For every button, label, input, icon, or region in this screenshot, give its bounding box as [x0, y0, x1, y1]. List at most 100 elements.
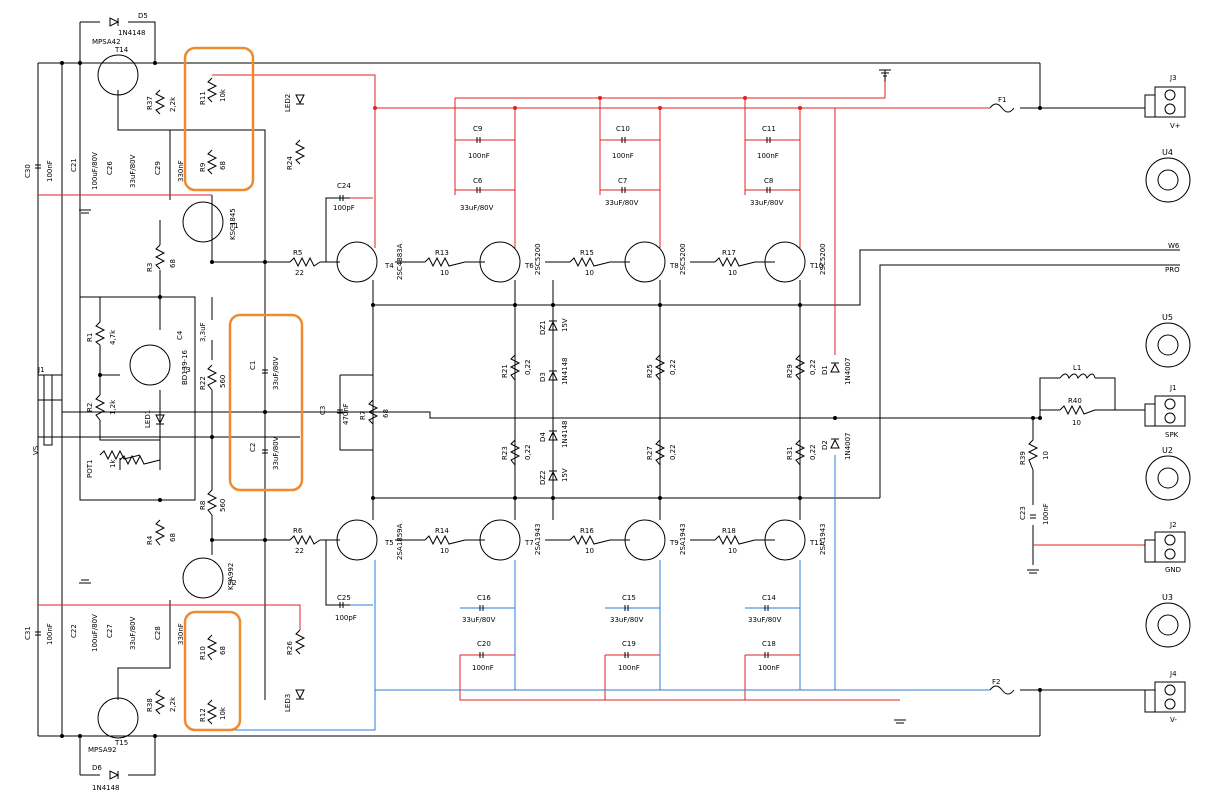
label-c24-ref: C24 — [337, 182, 351, 190]
label-t4-part: 2SC4883A — [396, 243, 404, 280]
label-t1-ref: T1 — [229, 222, 239, 230]
label-c28-ref: C28 — [154, 626, 162, 640]
label-r3-value: 68 — [169, 259, 177, 268]
label-c23-value: 100nF — [1042, 503, 1050, 525]
label-r37-value: 2,2k — [169, 96, 177, 112]
labels: MPSA42 T14 MPSA92 T15 T1 KSC1845 T2 KSA9… — [24, 12, 1181, 792]
label-c27-ref: C27 — [106, 624, 114, 638]
label-c19-value: 100nF — [618, 664, 640, 672]
label-led3: LED3 — [284, 694, 292, 712]
label-c25-ref: C25 — [337, 594, 351, 602]
label-j1-ref: J1 — [1169, 384, 1177, 392]
label-r2-ref: R2 — [86, 403, 94, 412]
label-r10-value: 68 — [219, 646, 227, 655]
label-t9-part: 2SA1943 — [679, 523, 687, 555]
label-t11-part: 2SA1943 — [819, 523, 827, 555]
label-d5-ref: D5 — [138, 12, 148, 20]
label-r15-value: 10 — [585, 269, 594, 277]
label-t1-part: KSC1845 — [229, 208, 237, 240]
label-r14-ref: R14 — [435, 527, 449, 535]
label-r8-ref: R8 — [199, 501, 207, 510]
label-r23-value: 0,22 — [524, 444, 532, 460]
label-r21-ref: R21 — [501, 364, 509, 378]
label-c10-ref: C10 — [616, 125, 630, 133]
label-c23-ref: C23 — [1019, 506, 1027, 520]
label-t8-part: 2SC5200 — [679, 243, 687, 275]
label-d2-part: 1N4007 — [844, 432, 852, 460]
label-r31-ref: R31 — [786, 446, 794, 460]
label-t15-ref: T15 — [114, 739, 128, 747]
label-t2-part: KSA992 — [227, 563, 235, 590]
fuse-inductor-symbols — [989, 103, 1096, 695]
capacitor-plates — [35, 137, 1036, 658]
label-c9-ref: C9 — [473, 125, 482, 133]
label-t14-part: MPSA42 — [92, 38, 121, 46]
label-c20-ref: C20 — [477, 640, 491, 648]
label-pot1-value: 1k — [109, 459, 117, 468]
label-c4-ref: C4 — [176, 330, 184, 340]
label-c18-ref: C18 — [762, 640, 776, 648]
label-t7-part: 2SA1943 — [534, 523, 542, 555]
label-d4-ref: D4 — [539, 432, 547, 442]
label-r5-ref: R5 — [293, 249, 302, 257]
label-t3-part: BD139-16 — [181, 349, 189, 385]
label-d2-ref: D2 — [821, 440, 829, 450]
highlight-c1-c2 — [228, 313, 304, 492]
label-r40-value: 10 — [1072, 419, 1081, 427]
label-c9-value: 100nF — [468, 152, 490, 160]
label-dz1-part: 15V — [561, 318, 569, 332]
label-dz2-part: 15V — [561, 468, 569, 482]
label-c1-value: 33uF/80V — [272, 356, 280, 390]
label-r38-value: 2,2k — [169, 696, 177, 712]
label-c27-value: 33uF/80V — [129, 616, 137, 650]
label-j3-label: V+ — [1170, 122, 1181, 130]
label-c2-ref: C2 — [249, 443, 257, 452]
label-r1-value: 4,7k — [109, 329, 117, 345]
label-c15-ref: C15 — [622, 594, 636, 602]
label-r38-ref: R38 — [146, 698, 154, 712]
label-r5-value: 22 — [295, 269, 304, 277]
label-r9-value: 68 — [219, 161, 227, 170]
label-r17-value: 10 — [728, 269, 737, 277]
label-r25-value: 0,22 — [669, 359, 677, 375]
label-r24-ref: R24 — [286, 156, 294, 170]
label-r27-value: 0,22 — [669, 444, 677, 460]
label-c7-value: 33uF/80V — [605, 199, 639, 207]
label-c14-ref: C14 — [762, 594, 776, 602]
label-c7-ref: C7 — [618, 177, 627, 185]
ground-symbols — [79, 69, 1039, 724]
label-r12-value: 10k — [219, 706, 227, 720]
label-t14-ref: T14 — [114, 46, 129, 54]
label-c2-value: 33uF/80V — [272, 436, 280, 470]
label-l1: L1 — [1073, 364, 1081, 372]
label-r18-value: 10 — [728, 547, 737, 555]
label-c29-value: 330nF — [177, 160, 185, 182]
label-input-connector: J1 — [37, 366, 45, 374]
label-r6-value: 22 — [295, 547, 304, 555]
label-r21-value: 0,22 — [524, 359, 532, 375]
label-r17-ref: R17 — [722, 249, 736, 257]
label-c16-value: 33uF/80V — [462, 616, 496, 624]
label-t11-ref: T11 — [809, 539, 823, 547]
mounting-hole-symbols — [1145, 157, 1191, 648]
transistor-symbols — [97, 54, 806, 739]
potentiometer-symbol — [99, 449, 141, 470]
label-d6-part: 1N4148 — [92, 784, 120, 792]
label-t6-ref: T6 — [524, 262, 534, 270]
label-vs: VS — [32, 445, 40, 455]
label-d4-part: 1N4148 — [561, 420, 569, 448]
label-t10-ref: T10 — [809, 262, 823, 270]
label-t3-ref: T3 — [181, 366, 191, 374]
label-c15-value: 33uF/80V — [610, 616, 644, 624]
label-r18-ref: R18 — [722, 527, 736, 535]
label-r12-ref: R12 — [199, 708, 207, 722]
label-dz1-ref: DZ1 — [539, 320, 547, 335]
label-t8-ref: T8 — [669, 262, 679, 270]
label-r13-ref: R13 — [435, 249, 449, 257]
label-d1-part: 1N4007 — [844, 357, 852, 385]
label-c10-value: 100nF — [612, 152, 634, 160]
label-c3-ref: C3 — [319, 406, 327, 415]
label-c28-value: 330nF — [177, 623, 185, 645]
label-c20-value: 100nF — [472, 664, 494, 672]
